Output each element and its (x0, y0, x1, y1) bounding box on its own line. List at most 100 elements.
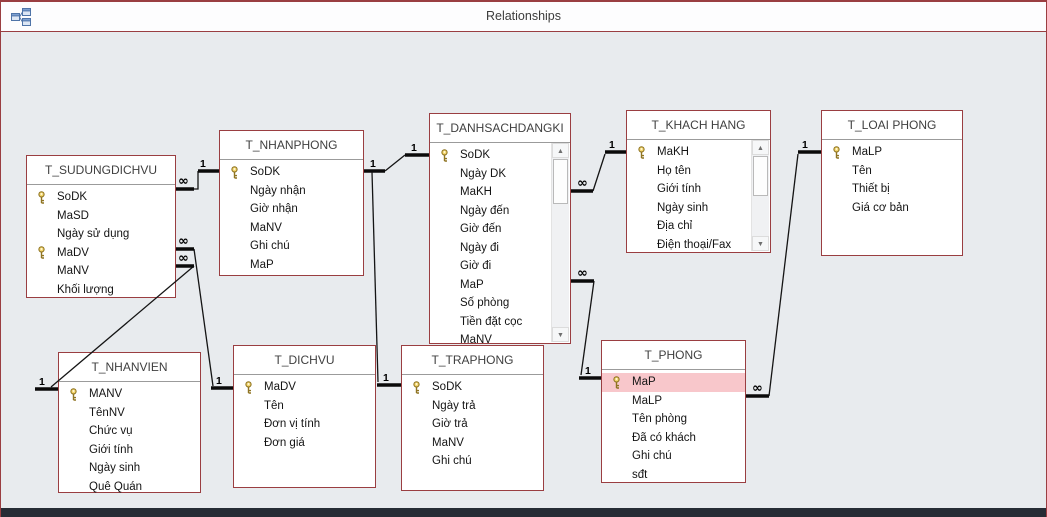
field-row[interactable]: Đơn vị tính (234, 415, 375, 434)
field-row[interactable]: Ngày sử dụng (27, 225, 175, 244)
table-title[interactable]: T_SUDUNGDICHVU (27, 156, 175, 185)
field-row[interactable]: Khối lượng (27, 281, 175, 300)
field-row[interactable]: Tên (234, 397, 375, 416)
scroll-thumb[interactable] (753, 156, 768, 196)
table-title[interactable]: T_TRAPHONG (402, 346, 543, 375)
field-row[interactable]: Ngày sinh (627, 199, 770, 218)
field-row[interactable]: Tên (822, 162, 962, 181)
field-row[interactable]: Điện thoại/Fax (627, 236, 770, 255)
field-row[interactable]: Giá cơ bản (822, 199, 962, 218)
scroll-thumb[interactable] (553, 159, 568, 204)
field-row[interactable]: MANV (59, 385, 200, 404)
field-row[interactable]: Giới tính (627, 180, 770, 199)
field-row[interactable]: Ghi chú (220, 237, 363, 256)
field-row[interactable]: Giờ trả (402, 415, 543, 434)
field-row[interactable]: SoDK (402, 378, 543, 397)
table-title[interactable]: T_NHANVIEN (59, 353, 200, 382)
field-row[interactable]: Địa chỉ (627, 217, 770, 236)
field-row[interactable]: MaKH (430, 183, 570, 202)
field-row[interactable]: sđt (602, 466, 745, 485)
field-row[interactable]: TênNV (59, 404, 200, 423)
cardinality-label: ∞ (577, 266, 588, 281)
scrollbar[interactable]: ▲▼ (751, 140, 769, 251)
field-row[interactable]: SoDK (430, 146, 570, 165)
table-title[interactable]: T_KHACH HANG (627, 111, 770, 140)
field-row[interactable]: MaNV (220, 219, 363, 238)
field-row[interactable]: Ngày DK (430, 165, 570, 184)
field-row[interactable]: MaLP (602, 392, 745, 411)
relationship-line[interactable]: ∞1 (571, 139, 626, 193)
field-label: Giờ nhận (250, 203, 298, 215)
field-row[interactable]: SoDK (220, 163, 363, 182)
field-row[interactable]: Giờ đi (430, 257, 570, 276)
field-row[interactable]: Ngày đi (430, 239, 570, 258)
field-row[interactable]: MaNV (402, 434, 543, 453)
field-row[interactable]: MaDV (27, 244, 175, 263)
field-row[interactable]: MaP (602, 373, 745, 392)
field-row[interactable]: MaP (220, 256, 363, 275)
relationship-line[interactable]: ∞1 (176, 158, 219, 191)
field-row[interactable]: Tiền đặt cọc (430, 313, 570, 332)
scroll-down-icon[interactable]: ▼ (752, 236, 769, 251)
field-row[interactable]: MaLP (822, 143, 962, 162)
relationship-line[interactable]: 1 (371, 171, 401, 387)
scrollbar[interactable]: ▲▼ (551, 143, 569, 342)
field-row[interactable]: Giới tính (59, 441, 200, 460)
table-title[interactable]: T_DANHSACHDANGKI (430, 114, 570, 143)
cardinality-label: 1 (411, 142, 417, 154)
key-icon (611, 375, 622, 396)
key-icon (411, 380, 422, 401)
field-row[interactable]: Giờ nhận (220, 200, 363, 219)
field-row[interactable]: Ghi chú (402, 452, 543, 471)
field-row[interactable]: Họ tên (627, 162, 770, 181)
field-row[interactable]: Đã có khách (602, 429, 745, 448)
relationship-line[interactable]: 11 (364, 142, 429, 173)
field-row[interactable]: Đơn giá (234, 434, 375, 453)
field-label: Ngày sinh (89, 462, 141, 474)
scroll-up-icon[interactable]: ▲ (752, 140, 769, 155)
field-row[interactable]: SoDK (27, 188, 175, 207)
field-label: sđt (632, 468, 648, 481)
field-row[interactable]: Ngày trả (402, 397, 543, 416)
field-row[interactable]: Chức vụ (59, 422, 200, 441)
table-title[interactable]: T_DICHVU (234, 346, 375, 375)
field-row[interactable]: Ngày sinh (59, 459, 200, 478)
field-row[interactable]: Số phòng (430, 294, 570, 313)
field-row[interactable]: Ngày đến (430, 202, 570, 221)
scroll-up-icon[interactable]: ▲ (552, 143, 569, 158)
field-label: MaDV (57, 246, 89, 259)
field-row[interactable]: MaP (430, 276, 570, 295)
field-row[interactable]: MaSD (27, 207, 175, 226)
field-row[interactable]: MaDV (234, 378, 375, 397)
scroll-down-icon[interactable]: ▼ (552, 327, 569, 342)
field-label: MaP (250, 258, 274, 271)
table-title[interactable]: T_LOAI PHONG (822, 111, 962, 140)
table-title[interactable]: T_NHANPHONG (220, 131, 363, 160)
field-row[interactable]: Ngày nhận (220, 182, 363, 201)
key-icon (831, 145, 842, 166)
field-row[interactable]: MaNV (27, 262, 175, 281)
field-row[interactable]: Tên phòng (602, 410, 745, 429)
cardinality-label: ∞ (752, 381, 763, 396)
cardinality-label: 1 (585, 365, 591, 377)
field-row[interactable]: MaNV (430, 331, 570, 350)
field-label: Đơn giá (264, 436, 305, 449)
field-row[interactable]: Ghi chú (602, 447, 745, 466)
field-row[interactable]: MaKH (627, 143, 770, 162)
relationship-line[interactable]: ∞1 (571, 266, 601, 380)
field-row[interactable]: Quê Quán (59, 478, 200, 497)
field-row[interactable]: Giờ đến (430, 220, 570, 239)
field-row[interactable]: Thiết bị (822, 180, 962, 199)
table-title[interactable]: T_PHONG (602, 341, 745, 370)
